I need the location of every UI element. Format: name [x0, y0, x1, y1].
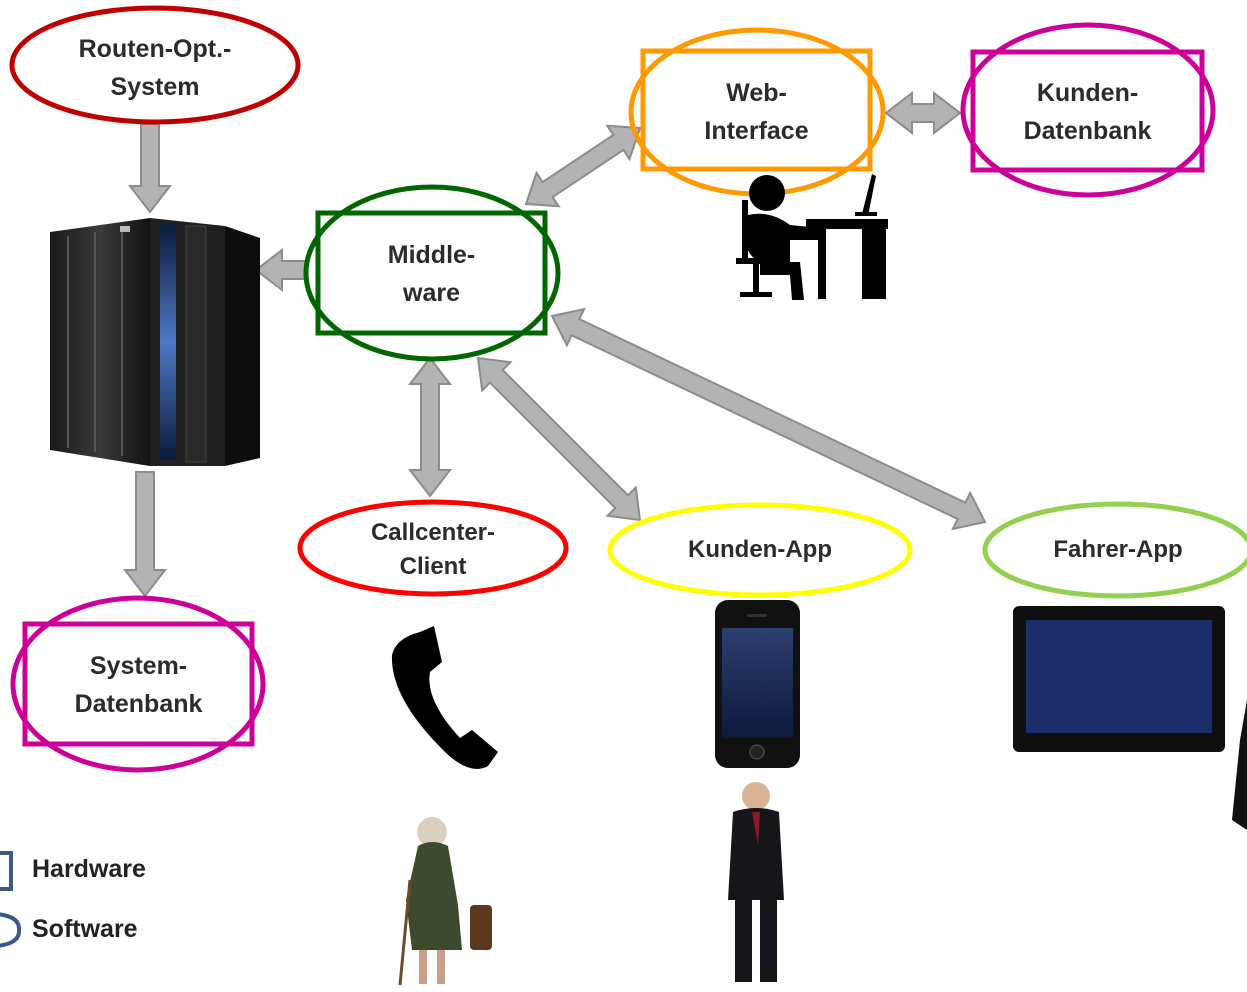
kunden-app-label: Kunden-App [688, 536, 832, 563]
middleware-line2: ware [403, 279, 460, 307]
phone-handset-icon [391, 626, 498, 769]
kunden-app-ellipse [607, 502, 913, 598]
web-line1: Web- [726, 79, 787, 107]
partial-figure-icon [1232, 700, 1247, 830]
legend-software-icon [0, 912, 22, 948]
smartphone-icon [715, 600, 800, 768]
arrow-middleware-fahrer_app [550, 307, 987, 531]
middleware-ellipse [303, 184, 561, 362]
web-line2: Interface [704, 117, 809, 145]
legend-hardware-label: Hardware [32, 855, 146, 883]
server-icon [50, 218, 260, 466]
kunden-db-line1: Kunden- [1036, 79, 1139, 107]
system-db-line1: System- [89, 652, 188, 680]
fahrer-app-label: Fahrer-App [1053, 536, 1183, 563]
middleware-rect [315, 210, 548, 336]
middleware-label: Middle- ware [318, 234, 545, 314]
kunden-datenbank-label: Kunden- Datenbank [973, 72, 1202, 152]
system-datenbank-rect [22, 621, 255, 747]
routen-system-ellipse [9, 5, 301, 125]
kunden-datenbank-rect [970, 49, 1205, 173]
legend-software-label: Software [32, 915, 138, 943]
callcenter-label: Callcenter- Client [330, 515, 536, 585]
legend-hardware-icon [0, 851, 13, 891]
arrow-web-kunden_db [884, 90, 962, 136]
arrow-server-system_db [122, 471, 168, 598]
arrow-middleware-web [524, 124, 642, 208]
routen-line1: Routen-Opt.- [78, 35, 232, 63]
middleware-line1: Middle- [387, 241, 476, 269]
system-datenbank-label: System- Datenbank [25, 645, 252, 725]
elderly-woman-icon [398, 817, 492, 986]
routen-line2: System [110, 73, 200, 101]
callcenter-line1: Callcenter- [370, 519, 496, 546]
callcenter-ellipse [297, 499, 569, 597]
arrow-middleware-server [254, 247, 307, 293]
arrow-middleware-kunden_app [476, 356, 642, 522]
routen-system-label: Routen-Opt.- System [40, 30, 270, 106]
arrow-middleware-callcenter [407, 356, 453, 498]
businessman-icon [728, 782, 784, 982]
system-db-line2: Datenbank [74, 690, 203, 718]
legend [0, 851, 22, 948]
web-interface-rect [640, 48, 873, 172]
fahrer-app-ellipse [982, 501, 1247, 599]
tablet-icon [1013, 606, 1225, 752]
kunden-db-line2: Datenbank [1023, 117, 1152, 145]
system-datenbank-ellipse [10, 595, 266, 773]
callcenter-line2: Client [399, 553, 467, 580]
connection-arrows [122, 90, 987, 598]
web-interface-label: Web- Interface [643, 72, 870, 152]
desk-worker-icon [736, 174, 888, 300]
kunden-datenbank-ellipse [960, 22, 1216, 198]
arrow-routen-server [127, 123, 173, 214]
